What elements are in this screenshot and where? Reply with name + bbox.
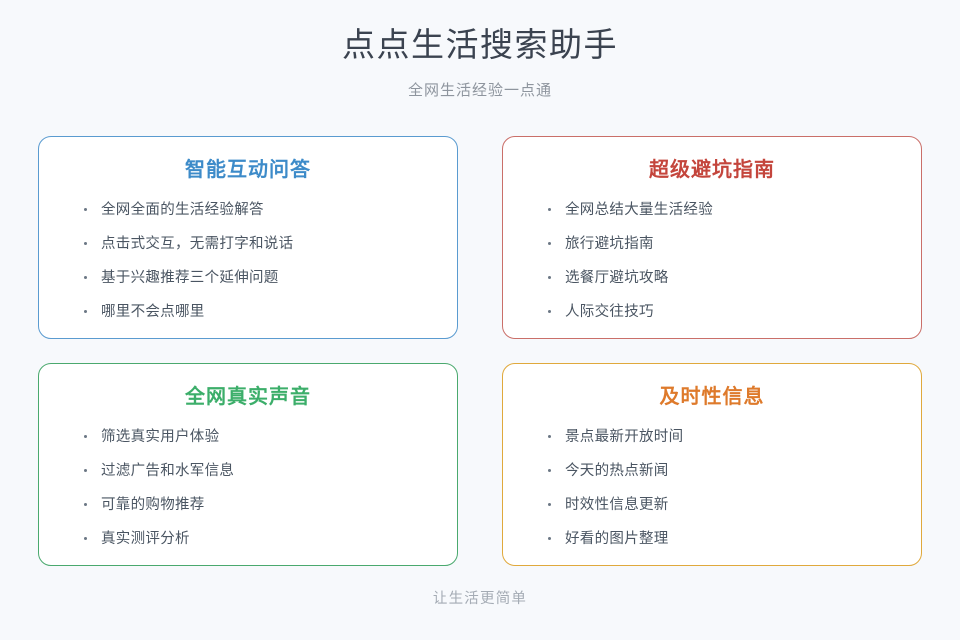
list-item: 基于兴趣推荐三个延伸问题 (83, 268, 435, 288)
card-title-smart-qa: 智能互动问答 (185, 159, 311, 181)
list-item-label: 点击式交互，无需打字和说话 (101, 236, 294, 252)
list-item-label: 过滤广告和水军信息 (101, 463, 235, 479)
card-bullet-list-pitfall-guide: 全网总结大量生活经验 旅行避坑指南 选餐厅避坑攻略 人际交往技巧 (525, 192, 899, 328)
page-header: 点点生活搜索助手 全网生活经验一点通 (0, 0, 960, 102)
list-item-label: 人际交往技巧 (565, 304, 654, 320)
footer-tagline: 让生活更简单 (432, 591, 528, 607)
page-title: 点点生活搜索助手 (342, 26, 618, 63)
card-bullet-list-timely-info: 景点最新开放时间 今天的热点新闻 时效性信息更新 好看的图片整理 (525, 419, 899, 555)
bullet-dot-icon (548, 208, 551, 211)
bullet-dot-icon (548, 469, 551, 472)
bullet-dot-icon (84, 310, 87, 313)
card-bullet-list-real-voices: 筛选真实用户体验 过滤广告和水军信息 可靠的购物推荐 真实测评分析 (61, 419, 435, 555)
feature-card-pitfall-guide[interactable]: 超级避坑指南 全网总结大量生活经验 旅行避坑指南 选餐厅避坑攻略 人际交往技巧 (502, 136, 922, 339)
card-title-timely-info: 及时性信息 (659, 386, 765, 408)
page-footer: 让生活更简单 (0, 588, 960, 610)
list-item: 点击式交互，无需打字和说话 (83, 234, 435, 254)
list-item: 时效性信息更新 (547, 495, 899, 515)
list-item-label: 哪里不会点哪里 (101, 304, 205, 320)
bullet-dot-icon (84, 537, 87, 540)
list-item-label: 时效性信息更新 (565, 497, 669, 513)
list-item: 今天的热点新闻 (547, 461, 899, 481)
bullet-dot-icon (548, 242, 551, 245)
bullet-dot-icon (548, 537, 551, 540)
list-item-label: 景点最新开放时间 (565, 429, 684, 445)
bullet-dot-icon (84, 435, 87, 438)
card-title-real-voices: 全网真实声音 (185, 386, 311, 408)
bullet-dot-icon (84, 242, 87, 245)
list-item-label: 真实测评分析 (101, 531, 190, 547)
list-item: 旅行避坑指南 (547, 234, 899, 254)
page-subtitle: 全网生活经验一点通 (407, 82, 552, 99)
list-item: 过滤广告和水军信息 (83, 461, 435, 481)
list-item: 选餐厅避坑攻略 (547, 268, 899, 288)
list-item: 哪里不会点哪里 (83, 302, 435, 322)
feature-card-real-voices[interactable]: 全网真实声音 筛选真实用户体验 过滤广告和水军信息 可靠的购物推荐 真实测评分析 (38, 363, 458, 566)
bullet-dot-icon (548, 276, 551, 279)
feature-card-grid: 智能互动问答 全网全面的生活经验解答 点击式交互，无需打字和说话 基于兴趣推荐三… (38, 136, 922, 566)
list-item-label: 基于兴趣推荐三个延伸问题 (101, 270, 279, 286)
list-item: 全网总结大量生活经验 (547, 200, 899, 220)
feature-card-timely-info[interactable]: 及时性信息 景点最新开放时间 今天的热点新闻 时效性信息更新 好看的图片整理 (502, 363, 922, 566)
feature-card-smart-qa[interactable]: 智能互动问答 全网全面的生活经验解答 点击式交互，无需打字和说话 基于兴趣推荐三… (38, 136, 458, 339)
list-item: 景点最新开放时间 (547, 427, 899, 447)
list-item-label: 旅行避坑指南 (565, 236, 654, 252)
list-item: 全网全面的生活经验解答 (83, 200, 435, 220)
list-item-label: 全网总结大量生活经验 (565, 202, 713, 218)
bullet-dot-icon (548, 503, 551, 506)
list-item-label: 选餐厅避坑攻略 (565, 270, 669, 286)
list-item: 真实测评分析 (83, 529, 435, 549)
list-item-label: 全网全面的生活经验解答 (101, 202, 264, 218)
bullet-dot-icon (84, 503, 87, 506)
bullet-dot-icon (84, 276, 87, 279)
list-item-label: 好看的图片整理 (565, 531, 669, 547)
bullet-dot-icon (548, 310, 551, 313)
list-item-label: 今天的热点新闻 (565, 463, 669, 479)
bullet-dot-icon (84, 208, 87, 211)
list-item: 好看的图片整理 (547, 529, 899, 549)
list-item-label: 筛选真实用户体验 (101, 429, 220, 445)
bullet-dot-icon (84, 469, 87, 472)
list-item: 筛选真实用户体验 (83, 427, 435, 447)
bullet-dot-icon (548, 435, 551, 438)
list-item: 人际交往技巧 (547, 302, 899, 322)
list-item-label: 可靠的购物推荐 (101, 497, 205, 513)
list-item: 可靠的购物推荐 (83, 495, 435, 515)
card-bullet-list-smart-qa: 全网全面的生活经验解答 点击式交互，无需打字和说话 基于兴趣推荐三个延伸问题 哪… (61, 192, 435, 328)
card-title-pitfall-guide: 超级避坑指南 (649, 159, 775, 181)
